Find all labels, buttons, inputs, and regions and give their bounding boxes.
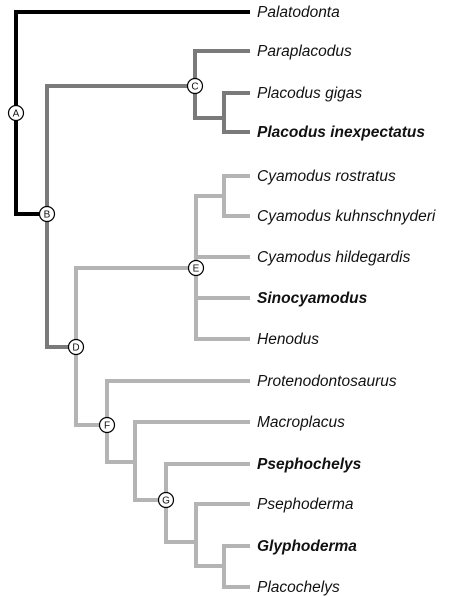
taxon-placochelys: Placochelys bbox=[257, 579, 340, 596]
taxon-palatodonta: Palatodonta bbox=[257, 4, 340, 21]
taxon-placodus-inexpectatus: Placodus inexpectatus bbox=[257, 124, 425, 141]
taxon-cyamodus-hildegardis: Cyamodus hildegardis bbox=[257, 249, 411, 266]
node-b-label: B bbox=[44, 210, 51, 221]
taxon-henodus: Henodus bbox=[257, 331, 319, 348]
node-b-circle bbox=[38, 205, 56, 223]
taxon-glyphoderma: Glyphoderma bbox=[257, 538, 357, 555]
taxon-sinocyamodus: Sinocyamodus bbox=[257, 290, 368, 307]
branches-level2 bbox=[45, 49, 250, 349]
node-f-circle bbox=[98, 416, 116, 434]
taxon-psephochelys: Psephochelys bbox=[257, 456, 362, 473]
node-a-circle bbox=[7, 104, 25, 122]
node-d: D bbox=[67, 338, 85, 356]
node-f-label: F bbox=[104, 421, 110, 432]
node-b: B bbox=[38, 205, 56, 223]
taxon-protenodontosaurus: Protenodontosaurus bbox=[257, 373, 397, 390]
node-c: C bbox=[186, 77, 204, 95]
node-a: A bbox=[7, 104, 25, 122]
node-d-circle bbox=[67, 338, 85, 356]
taxon-cyamodus-kuhnschnyderi: Cyamodus kuhnschnyderi bbox=[257, 208, 436, 225]
node-e: E bbox=[187, 259, 205, 277]
node-g-circle bbox=[157, 491, 175, 509]
taxon-placodus-gigas: Placodus gigas bbox=[257, 85, 362, 102]
taxon-cyamodus-rostratus: Cyamodus rostratus bbox=[257, 168, 396, 185]
branches-level3 bbox=[74, 174, 250, 589]
node-f: F bbox=[98, 416, 116, 434]
node-g: G bbox=[157, 491, 175, 509]
node-c-label: C bbox=[191, 82, 198, 93]
taxon-paraplacodus: Paraplacodus bbox=[257, 43, 352, 60]
node-c-circle bbox=[186, 77, 204, 95]
node-d-label: D bbox=[72, 343, 79, 354]
taxon-labels: Palatodonta Paraplacodus Placodus gigas … bbox=[257, 4, 436, 596]
node-e-circle bbox=[187, 259, 205, 277]
branches-level1 bbox=[14, 10, 250, 216]
node-a-label: A bbox=[13, 109, 20, 120]
node-e-label: E bbox=[193, 264, 200, 275]
taxon-macroplacus: Macroplacus bbox=[257, 414, 345, 431]
taxon-psephoderma: Psephoderma bbox=[257, 496, 354, 513]
node-g-label: G bbox=[162, 496, 170, 507]
